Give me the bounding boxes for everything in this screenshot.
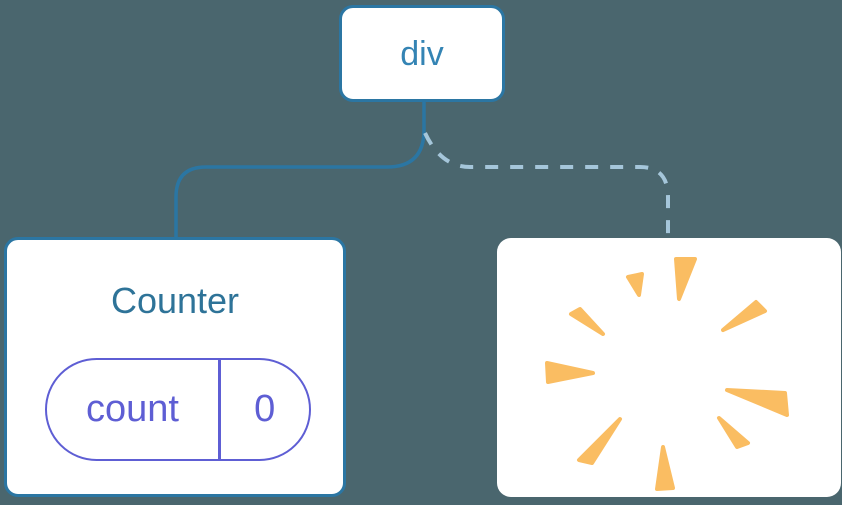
counter-title: Counter	[110, 280, 240, 321]
state-pill-divider	[218, 360, 221, 459]
root-node-label: div	[400, 34, 444, 73]
state-key-label: count	[86, 388, 179, 430]
poof-ray	[725, 388, 789, 417]
removed-node	[497, 238, 841, 497]
poof-explosion-icon	[545, 257, 789, 491]
solid-connector-line	[174, 99, 426, 240]
poof-ray	[545, 361, 595, 384]
dashed-connector-line	[423, 132, 670, 239]
state-pill: count 0	[45, 358, 311, 461]
poof-ray	[674, 257, 697, 301]
poof-ray	[721, 300, 767, 332]
poof-rays	[545, 257, 789, 491]
poof-ray	[626, 272, 644, 297]
poof-ray	[655, 445, 675, 491]
root-node-div: div	[339, 5, 505, 102]
counter-node: Counter count 0	[4, 237, 346, 497]
state-value: 0	[254, 388, 276, 430]
poof-ray	[569, 307, 605, 336]
poof-ray	[577, 417, 622, 465]
poof-ray	[717, 416, 750, 449]
